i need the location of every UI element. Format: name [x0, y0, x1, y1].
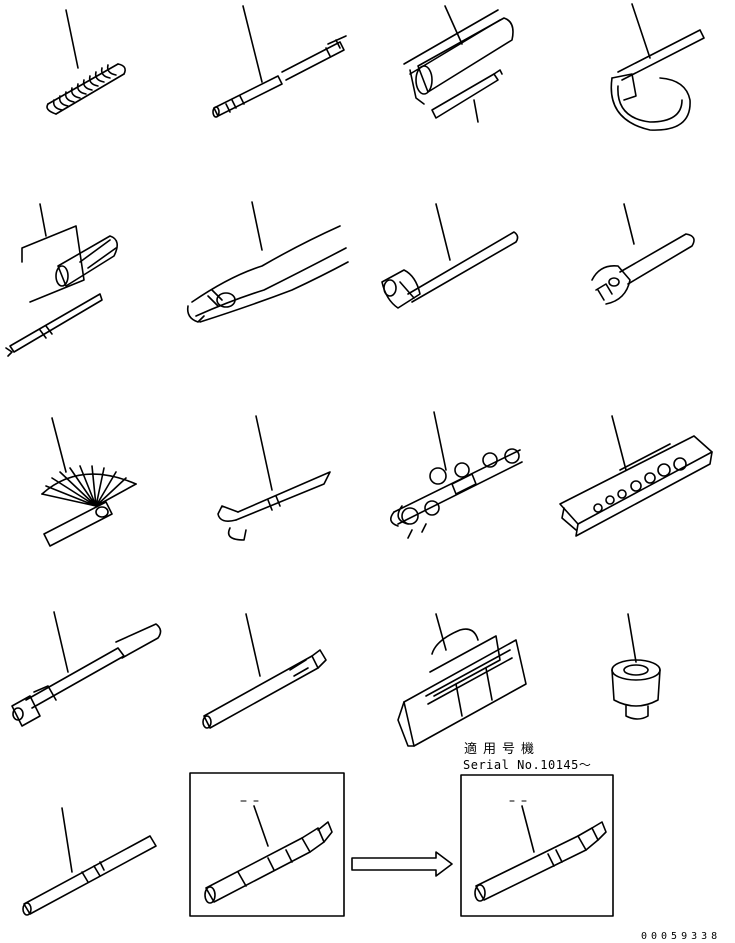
drawing-number: 00059338 — [641, 931, 722, 942]
extension-bar-tool — [212, 5, 347, 118]
pen-type-tool — [202, 613, 327, 729]
new-nozzle-frame — [460, 774, 614, 917]
rod-tool — [22, 807, 157, 916]
grease-gun-tool — [403, 5, 514, 123]
adjustable-wrench-tool — [591, 203, 695, 305]
tool-bag — [397, 613, 527, 747]
filter-wrench-tool — [610, 3, 705, 131]
serial-note-japanese: 適用号機 — [464, 742, 541, 757]
coil-spring-part — [46, 9, 126, 115]
socket-set-case — [559, 415, 713, 537]
socket-handle-tool — [11, 611, 162, 727]
serial-note-english: Serial No.10145～ — [463, 758, 592, 772]
pliers-tool — [186, 201, 349, 323]
old-nozzle-frame — [189, 772, 345, 917]
wrench-set-tool — [390, 411, 523, 539]
feeler-gauge-tool — [41, 417, 137, 547]
hammer-tool — [381, 203, 519, 309]
replacement-arrow — [351, 851, 453, 877]
screwdriver-set-tool — [5, 203, 118, 357]
socket-part — [611, 613, 661, 720]
pry-bar-tool — [217, 415, 331, 541]
